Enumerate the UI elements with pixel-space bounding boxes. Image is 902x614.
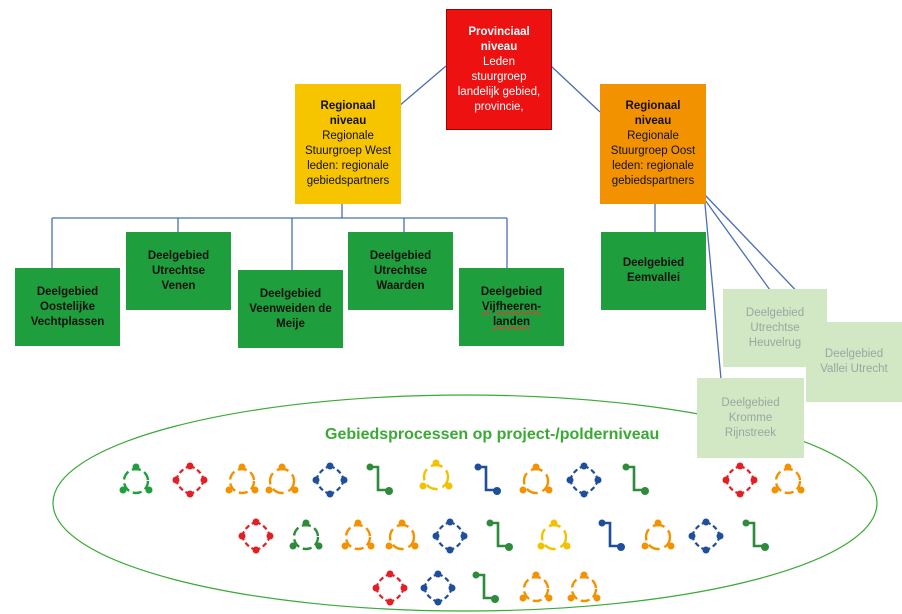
area-label: Eemvallei <box>626 272 681 284</box>
area-label: Deelgebied <box>480 285 543 298</box>
area-label: Deelgebied <box>622 257 685 269</box>
area-label: Oostelijke <box>40 300 95 313</box>
regional-west-body-1: Regionale <box>322 130 374 142</box>
cycle4-icon <box>566 462 602 498</box>
regional-west-body-3: leden: regionale <box>307 160 389 172</box>
cycle3-arrows-icon <box>119 463 153 495</box>
regional-east-title-1: Regionaal <box>625 100 681 112</box>
area-label: Utrechtse <box>151 264 206 277</box>
area-label: Meije <box>276 317 305 330</box>
area-label: landen <box>492 315 531 328</box>
area-vijfheerenlanden: Deelgebied Vijfheeren- landen <box>459 268 564 346</box>
area-label: Deelgebied <box>369 249 432 262</box>
cycle4-icon <box>372 570 408 606</box>
provincial-title-2: niveau <box>480 40 518 53</box>
cycle3-arrows-icon <box>289 519 323 551</box>
step-icon <box>622 463 649 495</box>
process-title: Gebiedsprocessen op project-/poldernivea… <box>325 426 660 443</box>
connector-prov-east <box>550 65 601 113</box>
area-eemvallei: Deelgebied Eemvallei <box>601 232 706 310</box>
area-label: Utrechtse <box>373 264 428 277</box>
regional-east-body-3: leden: regionale <box>612 160 694 172</box>
connector-east-heuvelrug <box>704 199 771 291</box>
step-icon <box>486 519 513 551</box>
area-veenweiden-de-meije: Deelgebied Veenweiden de Meije <box>238 270 343 348</box>
regional-west-box: Regionaal niveau Regionale Stuurgroep We… <box>295 84 401 204</box>
area-label: Vechtplassen <box>30 315 105 328</box>
provincial-body-1: Leden <box>483 55 515 68</box>
area-label: Deelgebied <box>36 285 99 298</box>
cycle3-icon <box>385 519 419 551</box>
area-utrechtse-venen: Deelgebied Utrechtse Venen <box>126 232 231 310</box>
regional-east-title-2: niveau <box>634 115 672 127</box>
cycle4-icon <box>432 518 468 554</box>
cycle4-icon <box>238 518 274 554</box>
provincial-title-1: Provinciaal <box>468 25 530 38</box>
area-label: Venen <box>161 279 196 292</box>
area-label: Veenweiden de <box>249 302 332 315</box>
cycle4-icon <box>172 462 208 498</box>
area-vallei-utrecht: Deelgebied Vallei Utrecht <box>806 322 902 402</box>
regional-east-body-4: gebiedspartners <box>611 175 695 187</box>
connector-prov-west <box>391 65 447 113</box>
regional-east-body-2: Stuurgroep Oost <box>610 145 696 157</box>
cycle4-icon <box>420 570 456 606</box>
area-oostelijke-vechtplassen: Deelgebied Oostelijke Vechtplassen <box>15 268 120 346</box>
regional-east-box: Regionaal niveau Regionale Stuurgroep Oo… <box>600 84 706 204</box>
cycle3-arrows-icon <box>567 571 601 603</box>
area-label: Rijnstreek <box>724 426 777 439</box>
provincial-body-2: stuurgroep <box>471 70 527 83</box>
area-label: Deelgebied <box>745 306 805 319</box>
area-label: Vijfheeren- <box>481 300 542 313</box>
regional-west-title-1: Regionaal <box>320 100 376 112</box>
area-utrechtse-waarden: Deelgebied Utrechtse Waarden <box>348 232 453 310</box>
step-icon <box>366 463 393 495</box>
cycle3-icon <box>419 459 453 491</box>
area-label: Deelgebied <box>824 348 884 360</box>
regional-west-body-2: Stuurgroep West <box>304 145 392 157</box>
area-label: Utrechtse <box>750 321 800 334</box>
area-label: Kromme <box>728 411 773 424</box>
step-icon <box>598 519 625 551</box>
cycle3-icon <box>519 463 553 495</box>
regional-east-body-1: Regionale <box>627 130 679 142</box>
cycle3-arrows-icon <box>341 519 375 551</box>
area-label: Deelgebied <box>147 249 210 262</box>
cycle3-icon <box>641 519 675 551</box>
provincial-level-box: Provinciaal niveau Leden stuurgroep land… <box>446 9 552 130</box>
area-label: Deelgebied <box>721 396 780 409</box>
area-label: Vallei Utrecht <box>820 363 888 375</box>
step-icon <box>472 571 499 603</box>
cycle3-arrows-icon <box>519 571 553 603</box>
provincial-body-3: landelijk gebied, <box>457 85 541 98</box>
regional-west-title-2: niveau <box>329 115 367 127</box>
connector-east-kromme <box>704 203 722 380</box>
regional-west-body-4: gebiedspartners <box>306 175 390 187</box>
cycle4-icon <box>722 462 758 498</box>
provincial-body-4: provincie, <box>474 100 524 113</box>
area-label: Deelgebied <box>259 287 322 300</box>
area-label: Heuvelrug <box>748 336 802 349</box>
area-label: Waarden <box>376 279 425 292</box>
step-icon <box>742 519 769 551</box>
cycle4-icon <box>688 518 724 554</box>
area-kromme-rijnstreek: Deelgebied Kromme Rijnstreek <box>697 378 804 458</box>
step-icon <box>474 463 501 495</box>
cycle3-arrows-icon <box>225 463 259 495</box>
cycle4-icon <box>312 462 348 498</box>
cycle3-arrows-icon <box>771 463 805 495</box>
cycle3-icon <box>265 463 299 495</box>
cycle3-icon <box>537 519 571 551</box>
